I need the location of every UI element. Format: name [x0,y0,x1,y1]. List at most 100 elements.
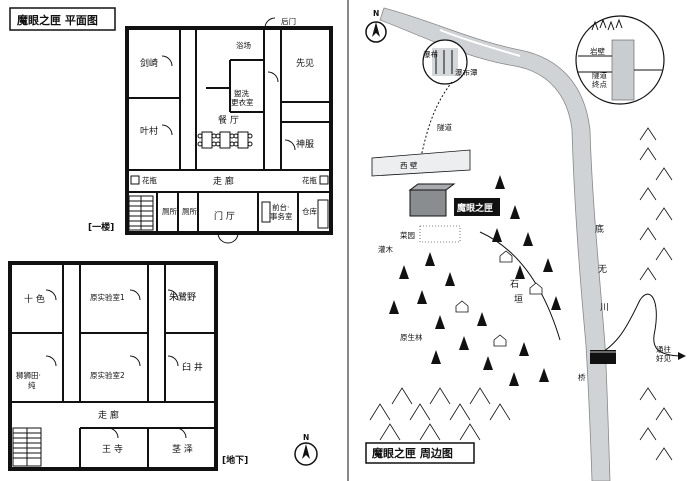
cave-trees [591,18,623,31]
vase-marker [319,175,329,185]
room-toilet-2: 厕所 [182,206,197,216]
label-bridge: 桥 [578,372,586,382]
room-suzaku: 朱鷺野 [169,291,196,303]
shishida-line-1: 狮狮田· [16,371,41,380]
label-corridor: 走 廊 [213,175,234,187]
room-kanhari: 神服 [296,138,314,150]
river-highlight [439,29,521,57]
room-sasa: 茎 泽 [172,443,193,455]
basement-outer-wall [8,261,218,471]
to-village-line-2: 好见 [656,353,671,363]
door-arc [45,355,57,367]
label-lobby: 门 厅 [214,210,235,222]
label-forest: 原生林 [400,332,423,342]
door-arc [161,124,173,136]
cave-2-line-1: 隧道 [592,70,607,80]
room-kenzaki: 剑崎 [140,57,158,69]
label-to-village: 通往 好见 [656,344,673,363]
label-tunnel: 隧道 [437,122,452,132]
room-storage: 仓库 [302,206,317,216]
compass-right: N [365,9,387,43]
room-lab2: 原实验室2 [90,370,125,380]
room-shirai: 臼 井 [182,361,203,373]
label-vase-right: 花瓶 [302,175,317,185]
room-hayami: 先见 [296,57,314,69]
room-toilet-1: 厕所 [162,206,177,216]
mountains [369,127,673,461]
desk-fixture [261,201,271,223]
room-ouji: 王 寺 [102,444,123,455]
front-desk-line-2: 事务室 [270,211,293,221]
stairs-basement [12,427,42,467]
bridge [590,350,616,364]
room-lab1: 原实验室1 [90,292,125,302]
front-desk-line-1: 前台· [272,202,289,212]
door-arc [167,289,179,301]
door-arc [45,289,57,301]
door-arc [267,71,279,83]
trees [389,175,561,386]
building-roof [408,183,456,191]
storage-fixture [317,199,329,229]
label-river-2: 无 [598,264,607,275]
label-shrubs: 灌木 [378,244,393,254]
room-hamura: 叶村 [140,125,158,137]
vase-marker [130,175,140,185]
building-label-box [454,198,500,216]
garden [419,225,461,243]
door-arc [175,427,187,439]
floor1-plan: 魔眼之匣 平面图 [9,7,333,244]
floor1-title: 魔眼之匣 平面图 [17,13,98,27]
compass-left: N [294,433,318,466]
label-back-door: 后门 [281,16,296,26]
cave-2-line-2: 终点 [592,79,607,89]
label-river-3: 川 [600,303,609,313]
stairs-floor1 [128,195,154,231]
door-arc [129,355,141,367]
room-shishida: 狮狮田· 纯 [16,371,43,390]
houses [455,250,543,347]
tunnel-path [417,81,453,171]
room-dining: 餐 厅 [218,114,239,126]
building-label: 魔眼之匣 [456,202,493,214]
door-arc [167,355,179,367]
label-stone-1: 石 [510,280,519,290]
stone-wall [479,231,561,341]
dining-tables [197,131,253,149]
floor1-outer-wall [125,26,333,235]
label-cave-2: 隧道 终点 [592,70,609,89]
room-toiro: 十 色 [24,293,45,305]
door-arc [161,55,173,67]
label-waterfall-basin: 瀑布潭 [455,67,478,77]
room-laundry: 盥洗 更衣室 [231,88,254,107]
surroundings-map: 岩壁 隧道 终点 魔眼之匣 [365,7,686,481]
road [594,293,681,357]
label-garden: 菜园 [400,230,415,240]
west-wall [371,149,471,177]
room-bath: 浴场 [236,40,251,50]
back-door-arc [264,17,276,29]
compass-left-n: N [303,433,309,442]
label-basement-corridor: 走 廊 [98,409,119,421]
road-arrow [678,352,686,360]
door-arc [129,289,141,301]
label-river-1: 底 [595,223,604,235]
room-front-desk: 前台· 事务室 [270,202,293,221]
map-title: 魔眼之匣 周边图 [372,446,453,460]
map-title-box [365,442,475,464]
label-west-wall: 西 壁 [400,160,418,170]
door-arc [107,427,119,439]
door-arc [284,139,296,151]
entrance-door-arc [227,232,239,244]
to-village-line-1: 通往 [656,344,671,354]
river [379,7,611,481]
laundry-line-1: 盥洗 [234,88,249,98]
cave-waterfall [611,39,635,101]
laundry-line-2: 更衣室 [231,97,254,107]
label-stone-2: 垣 [514,294,523,305]
floor1-title-box [9,7,116,31]
floor1-tag: [一楼] [88,221,114,233]
entrance-door-arc [217,232,229,244]
magic-eye-box-building [409,189,447,217]
